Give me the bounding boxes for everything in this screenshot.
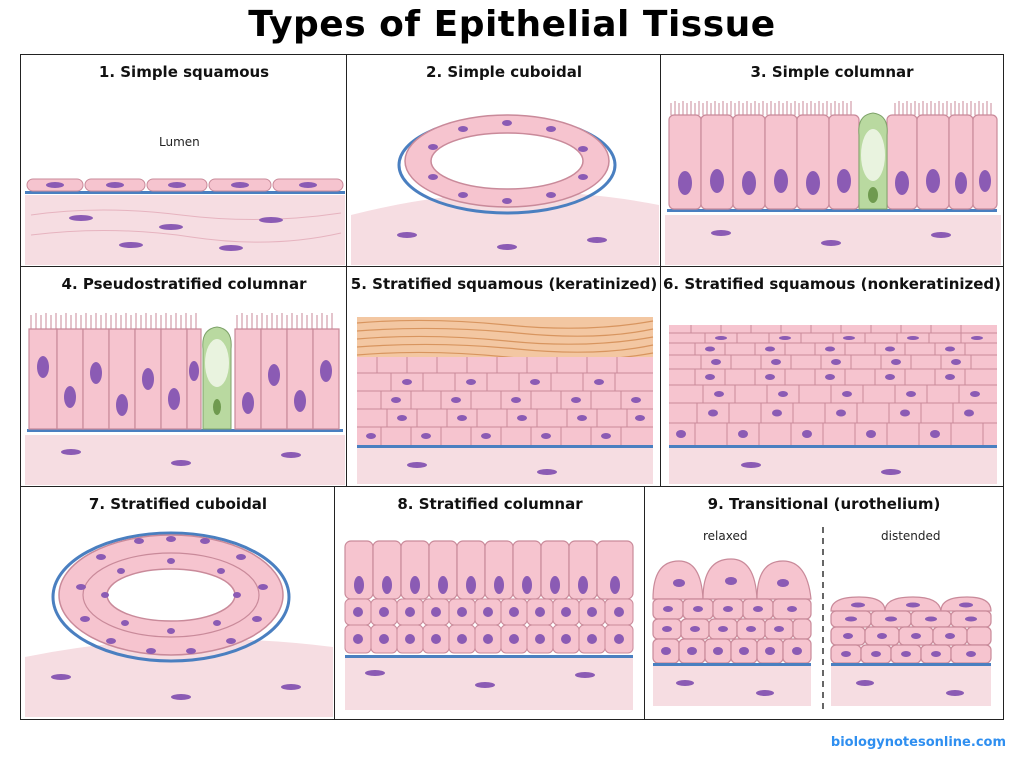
panel-title: 4. Pseudostratified columnar: [61, 275, 307, 293]
panel-simple-squamous: 1. Simple squamous Lumen: [20, 54, 348, 268]
panel-title: 9. Transitional (urothelium): [707, 495, 941, 513]
stratified-columnar-illustration: [344, 540, 634, 710]
stratified-squamous-nonkeratinized-illustration: [669, 325, 997, 484]
panel-stratified-cuboidal: 7. Stratified cuboidal: [20, 486, 336, 720]
panel-title: 8. Stratified columnar: [397, 495, 583, 513]
page-title: Types of Epithelial Tissue: [248, 4, 776, 45]
transitional-illustration: [652, 527, 992, 709]
panel-simple-columnar: 3. Simple columnar: [660, 54, 1004, 268]
lumen-label: Lumen: [159, 135, 200, 149]
panel-title: 6. Stratified squamous (nonkeratinized): [662, 275, 1002, 293]
panel-simple-cuboidal: 2. Simple cuboidal: [346, 54, 662, 268]
panel-pseudostratified-columnar: 4. Pseudostratified columnar: [20, 266, 348, 488]
stratified-cuboidal-illustration: [25, 531, 333, 717]
simple-squamous-illustration: [25, 178, 345, 265]
stratified-squamous-keratinized-illustration: [356, 317, 654, 484]
panel-stratified-columnar: 8. Stratified columnar: [334, 486, 646, 720]
simple-columnar-illustration: [665, 101, 1001, 265]
panel-transitional-urothelium: 9. Transitional (urothelium) relaxed dis…: [644, 486, 1004, 720]
panel-title: 7. Stratified cuboidal: [88, 495, 268, 513]
panel-title: 3. Simple columnar: [750, 63, 914, 81]
panel-title: 2. Simple cuboidal: [426, 63, 582, 81]
simple-cuboidal-illustration: [351, 114, 659, 265]
panel-title: 5. Stratified squamous (keratinized): [350, 275, 658, 293]
credit-link[interactable]: biologynotesonline.com: [830, 735, 1006, 750]
distended-label: distended: [881, 529, 941, 543]
panel-stratified-squamous-keratinized: 5. Stratified squamous (keratinized): [346, 266, 662, 488]
panel-title: 1. Simple squamous: [98, 63, 270, 81]
relaxed-label: relaxed: [703, 529, 748, 543]
panel-stratified-squamous-nonkeratinized: 6. Stratified squamous (nonkeratinized): [660, 266, 1004, 488]
pseudostratified-columnar-illustration: [25, 313, 345, 485]
